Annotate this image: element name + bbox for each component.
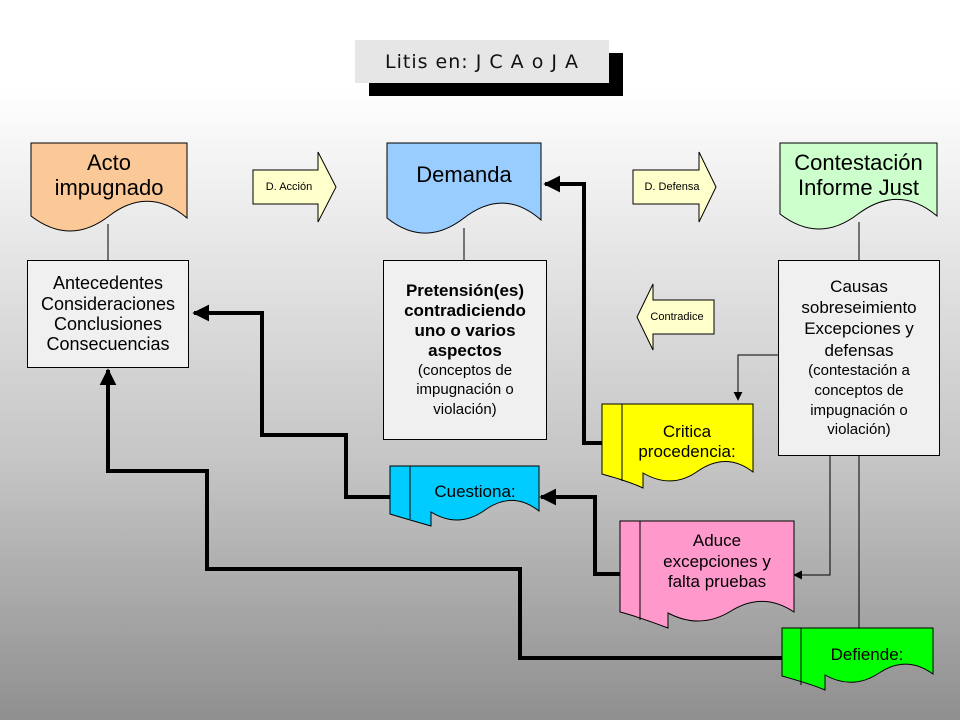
pretension-note: (conceptos de impugnación o violación) xyxy=(416,361,514,418)
causas-text: Causas sobreseimiento Excepciones y defe… xyxy=(801,276,917,360)
block-arrow-contradice xyxy=(636,283,715,351)
connector-causas-critica xyxy=(733,354,778,401)
tag-critica-shape xyxy=(601,403,754,489)
block-arrow-accion xyxy=(252,151,337,223)
document-demanda xyxy=(386,142,542,234)
causas-note: (contestación a conceptos de impugnación… xyxy=(808,361,910,439)
arrow-cuestiona-to-antecedentes xyxy=(192,304,390,499)
antecedentes-box: Antecedentes Consideraciones Conclusione… xyxy=(27,260,189,368)
arrow-defiende-to-antecedentes xyxy=(99,368,782,660)
arrow-critica-to-demanda xyxy=(543,175,604,445)
document-contestacion xyxy=(779,142,938,230)
pretension-box: Pretensión(es) contradiciendo uno o vari… xyxy=(383,260,547,440)
document-acto xyxy=(30,142,188,232)
document-demanda-label: Demanda xyxy=(416,162,512,187)
page-title: Litis en: J C A o J A xyxy=(355,40,609,83)
tag-defiende-shape xyxy=(781,627,934,691)
accion-label: D. Acción xyxy=(265,181,313,193)
document-contestacion-label: Contestación Informe Just xyxy=(794,150,923,200)
causas-box: Causas sobreseimiento Excepciones y defe… xyxy=(778,260,940,456)
contradice-label: Contradice xyxy=(650,311,704,323)
tag-critica-label: Critica procedencia: xyxy=(638,421,736,461)
tag-defiende-label: Defiende: xyxy=(830,645,904,664)
connector-causas-aduce xyxy=(793,456,831,580)
pretension-text: Pretensión(es) contradiciendo uno o vari… xyxy=(404,280,526,360)
tag-aduce-label: Aduce excepciones y falta pruebas xyxy=(663,530,771,592)
tag-aduce-shape xyxy=(619,520,795,629)
document-acto-label: Acto impugnado xyxy=(54,150,164,200)
tag-cuestiona-label: Cuestiona: xyxy=(434,482,516,501)
arrow-aduce-to-cuestiona xyxy=(539,488,620,576)
defensa-label: D. Defensa xyxy=(644,181,700,193)
tag-cuestiona-shape xyxy=(389,465,540,527)
block-arrow-defensa xyxy=(632,151,717,223)
